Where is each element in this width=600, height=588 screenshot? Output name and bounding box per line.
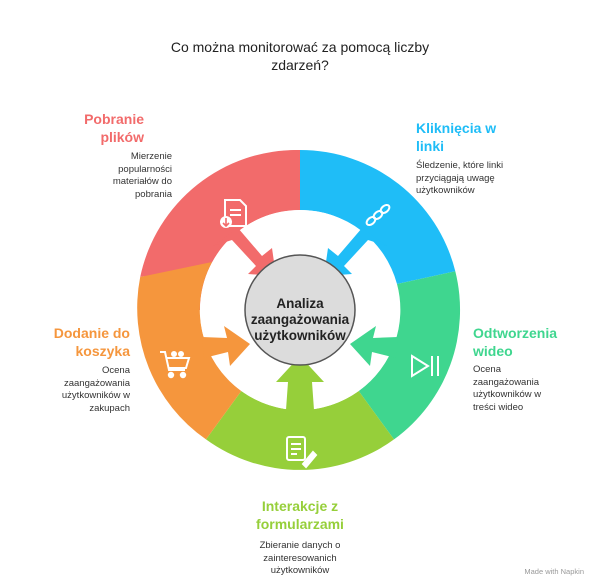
segment-cart [137,262,242,440]
label-downloads-title: Pobranie plików [84,111,144,145]
label-forms-title: Interakcje z formularzami [256,498,344,532]
label-video-desc: Ocena zaangażowania użytkowników w treśc… [473,364,542,413]
play-pause-icon [411,354,439,378]
segment-downloads-wedge [140,149,300,277]
segment-forms [206,391,394,470]
arrow-cart [202,326,250,366]
chain-link-icon [365,203,391,227]
arrow-forms [276,356,324,410]
label-video-title: Odtworzenia wideo [473,325,558,359]
segment-video [358,271,461,440]
center-label: Analiza zaangażowania użytkowników [250,296,350,343]
segment-clicks [300,149,456,284]
form-edit-icon [286,436,318,469]
label-clicks-desc: Śledzenie, które linki przyciągają uwagę… [416,160,504,196]
shopping-cart-icon [160,351,191,379]
center-circle [244,254,356,366]
label-clicks-title: Kliknięcia w linki [416,120,497,154]
file-download-icon [220,199,247,228]
arrow-clicks [324,228,387,276]
arrow-downloads [213,228,276,276]
label-forms-desc: Zbieranie danych o zainteresowanich użyt… [259,540,341,576]
label-cart-desc: Ocena zaangażowania użytkowników w zakup… [61,365,130,414]
label-downloads-desc: Mierzenie popularności materiałów do pob… [112,151,172,200]
diagram-title: Co można monitorować za pomocą liczby zd… [170,39,430,73]
arrow-video [350,326,398,366]
watermark: Made with Napkin [524,567,584,576]
label-cart-title: Dodanie do koszyka [53,325,130,359]
